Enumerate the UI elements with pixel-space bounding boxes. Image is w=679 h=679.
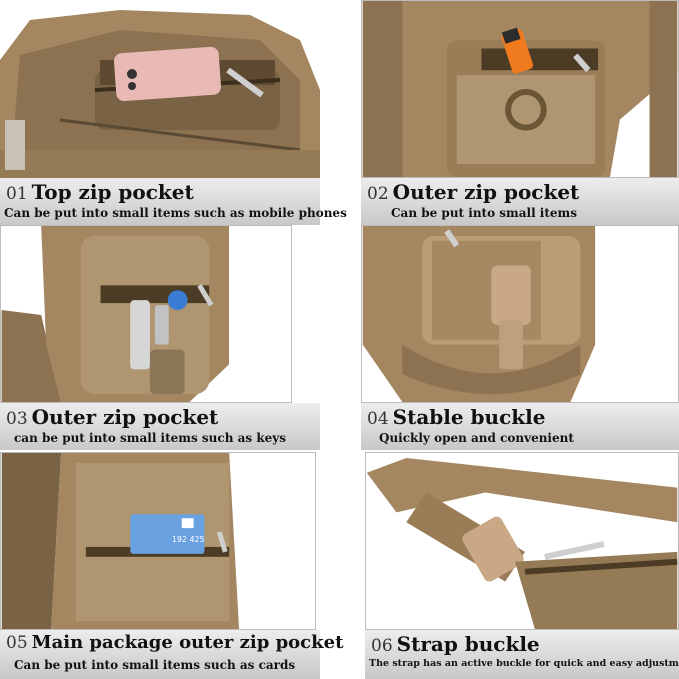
caption-description: Quickly open and convenient — [379, 431, 574, 445]
photo-main-package-pocket: 192 425 — [0, 452, 316, 630]
caption-description: Can be put into small items — [391, 206, 577, 220]
caption-number: 05 — [6, 633, 28, 653]
caption-label: Strap buckle — [396, 632, 540, 656]
caption-number: 06 — [371, 636, 393, 656]
caption-label: Stable buckle — [392, 405, 546, 429]
caption-number: 02 — [367, 184, 389, 204]
photo-strap-buckle — [365, 452, 679, 630]
phone — [113, 46, 222, 102]
caption-description: Can be put into small items such as card… — [14, 658, 296, 672]
buckle — [462, 516, 524, 582]
bag-outer-pocket-illustration — [362, 1, 678, 177]
strap-buckle-illustration — [366, 453, 678, 629]
bag-buckle-illustration — [362, 226, 678, 402]
key-ring — [167, 290, 188, 311]
photo-outer-zip-pocket-2 — [361, 0, 679, 178]
caption-number: 01 — [6, 184, 28, 204]
photo-stable-buckle — [361, 225, 679, 403]
caption-description: can be put into small items such as keys — [14, 431, 286, 445]
caption-label: Outer zip pocket — [392, 180, 580, 204]
caption-number: 03 — [6, 409, 28, 429]
key — [130, 300, 150, 370]
caption-description: Can be put into small items such as mobi… — [4, 206, 347, 220]
buckle — [491, 265, 531, 325]
bag-card-pocket-illustration: 192 425 — [1, 453, 315, 629]
bag-top-pocket-illustration — [0, 0, 320, 178]
bag-keys-pocket-illustration — [1, 226, 291, 402]
card-text: 192 425 — [172, 535, 205, 544]
caption-description: The strap has an active buckle for quick… — [369, 658, 679, 669]
caption-label: Top zip pocket — [31, 180, 194, 204]
photo-outer-zip-pocket-3 — [0, 225, 292, 403]
caption-label: Main package outer zip pocket — [31, 632, 344, 653]
caption-number: 04 — [367, 409, 389, 429]
photo-top-zip-pocket — [0, 0, 320, 178]
caption-label: Outer zip pocket — [31, 405, 219, 429]
